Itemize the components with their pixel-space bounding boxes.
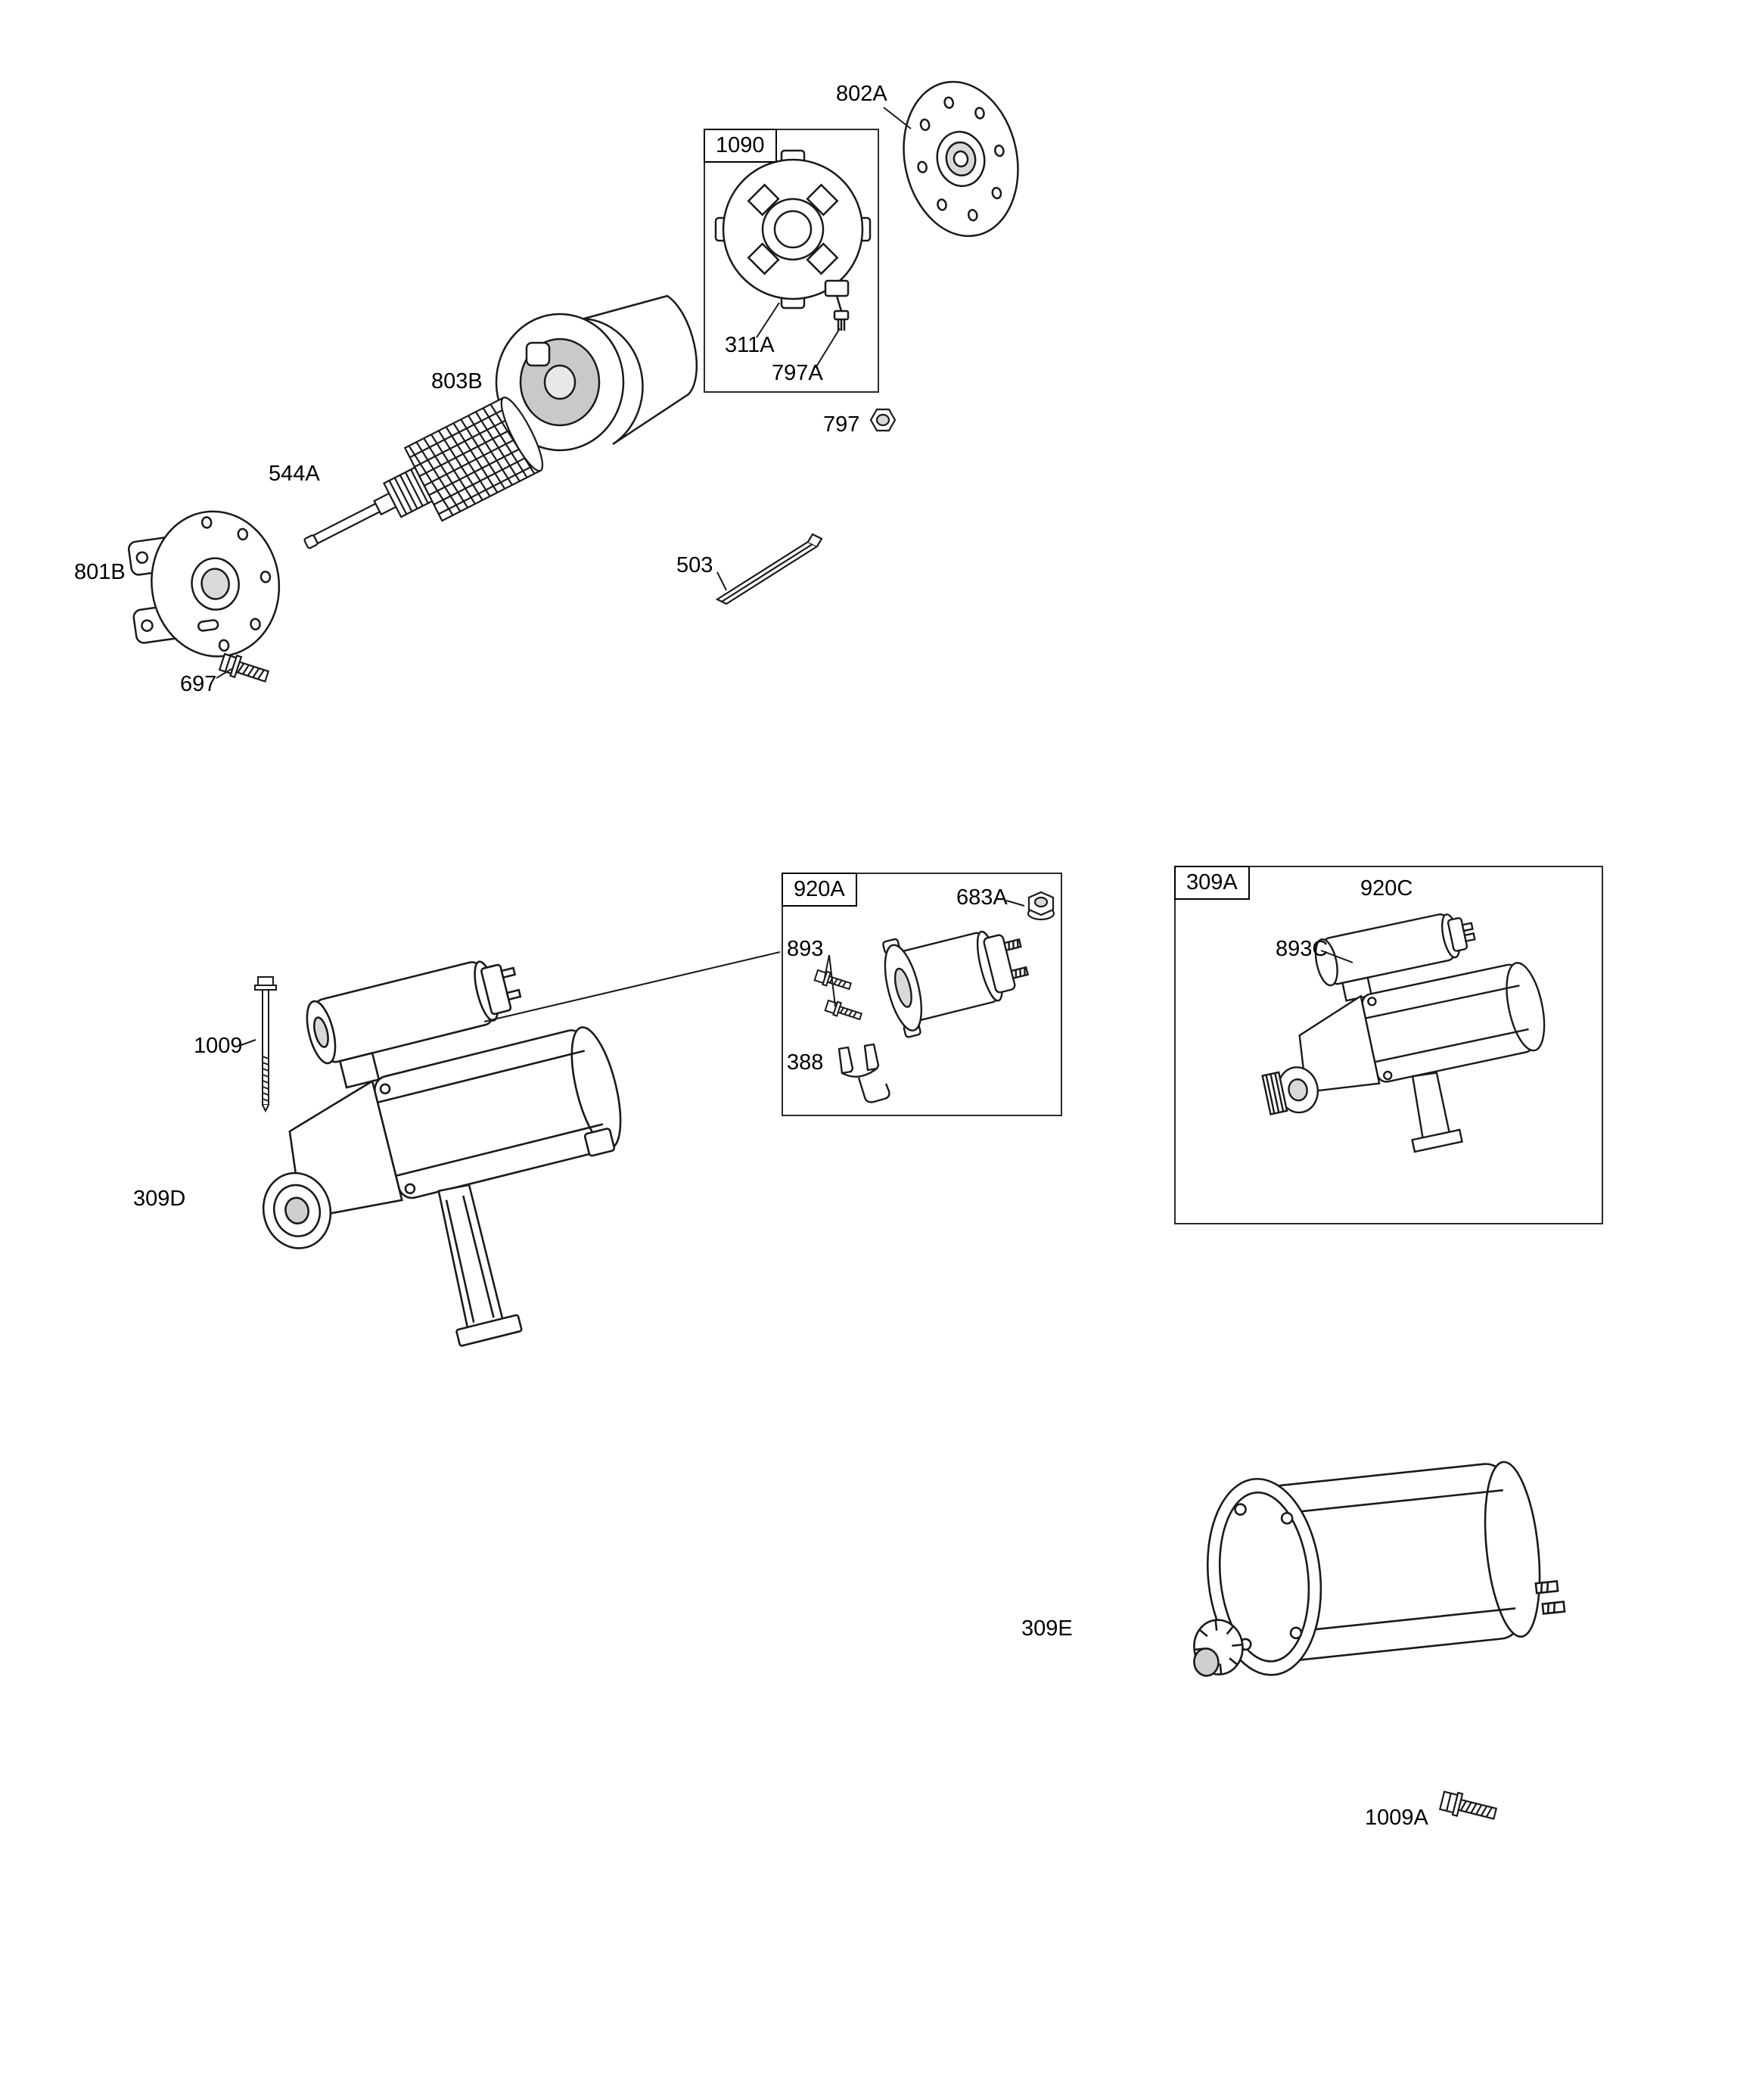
part-802a-end-cap-drawing xyxy=(903,80,1019,238)
part-503-strip-drawing xyxy=(715,533,823,605)
group-box-920a xyxy=(782,873,1062,1116)
part-label-920a: 920A xyxy=(782,873,857,907)
part-label-1009: 1009 xyxy=(194,1034,243,1058)
part-797-nut-drawing xyxy=(869,408,897,432)
part-801b-end-bracket-drawing xyxy=(127,510,281,658)
part-893-screws-drawing xyxy=(813,969,863,1021)
part-label-803b: 803B xyxy=(431,369,483,394)
part-label-503: 503 xyxy=(676,553,713,577)
part-label-1090: 1090 xyxy=(704,129,777,163)
part-label-893: 893 xyxy=(787,937,824,961)
part-920a-solenoid-drawing xyxy=(882,930,1030,1038)
part-label-309e: 309E xyxy=(1021,1616,1073,1641)
part-label-801b: 801B xyxy=(74,560,126,584)
part-label-309a: 309A xyxy=(1174,866,1250,901)
part-309a-starter-drawing xyxy=(1261,913,1546,1153)
part-label-797: 797 xyxy=(823,412,860,437)
part-label-309d: 309D xyxy=(133,1187,186,1211)
part-697-bolt-drawing xyxy=(218,652,270,683)
group-box-1090 xyxy=(704,129,879,393)
part-label-893c: 893C xyxy=(1276,937,1329,961)
part-803b-housing-drawing xyxy=(495,294,698,452)
part-label-797a: 797A xyxy=(772,361,823,385)
group-box-309a xyxy=(1174,866,1603,1224)
part-label-920c: 920C xyxy=(1360,876,1413,901)
part-1009a-bolt-drawing xyxy=(1438,1790,1498,1820)
part-label-802a: 802A xyxy=(836,82,887,106)
part-label-1009a: 1009A xyxy=(1365,1806,1428,1830)
part-label-311a: 311A xyxy=(725,333,775,357)
part-label-697: 697 xyxy=(180,672,217,696)
part-1090-brush-holder-drawing xyxy=(714,149,872,331)
part-544a-armature-drawing xyxy=(303,397,544,549)
part-683a-nut-drawing xyxy=(1027,891,1055,921)
part-309e-starter-drawing xyxy=(1193,1461,1566,1677)
part-388-fork-drawing xyxy=(838,1043,890,1103)
part-1009-bolt-drawing xyxy=(254,976,277,1113)
part-309d-starter-drawing xyxy=(262,960,622,1347)
part-label-544a: 544A xyxy=(269,462,320,486)
part-label-683a: 683A xyxy=(956,885,1008,910)
part-label-388: 388 xyxy=(787,1050,824,1075)
